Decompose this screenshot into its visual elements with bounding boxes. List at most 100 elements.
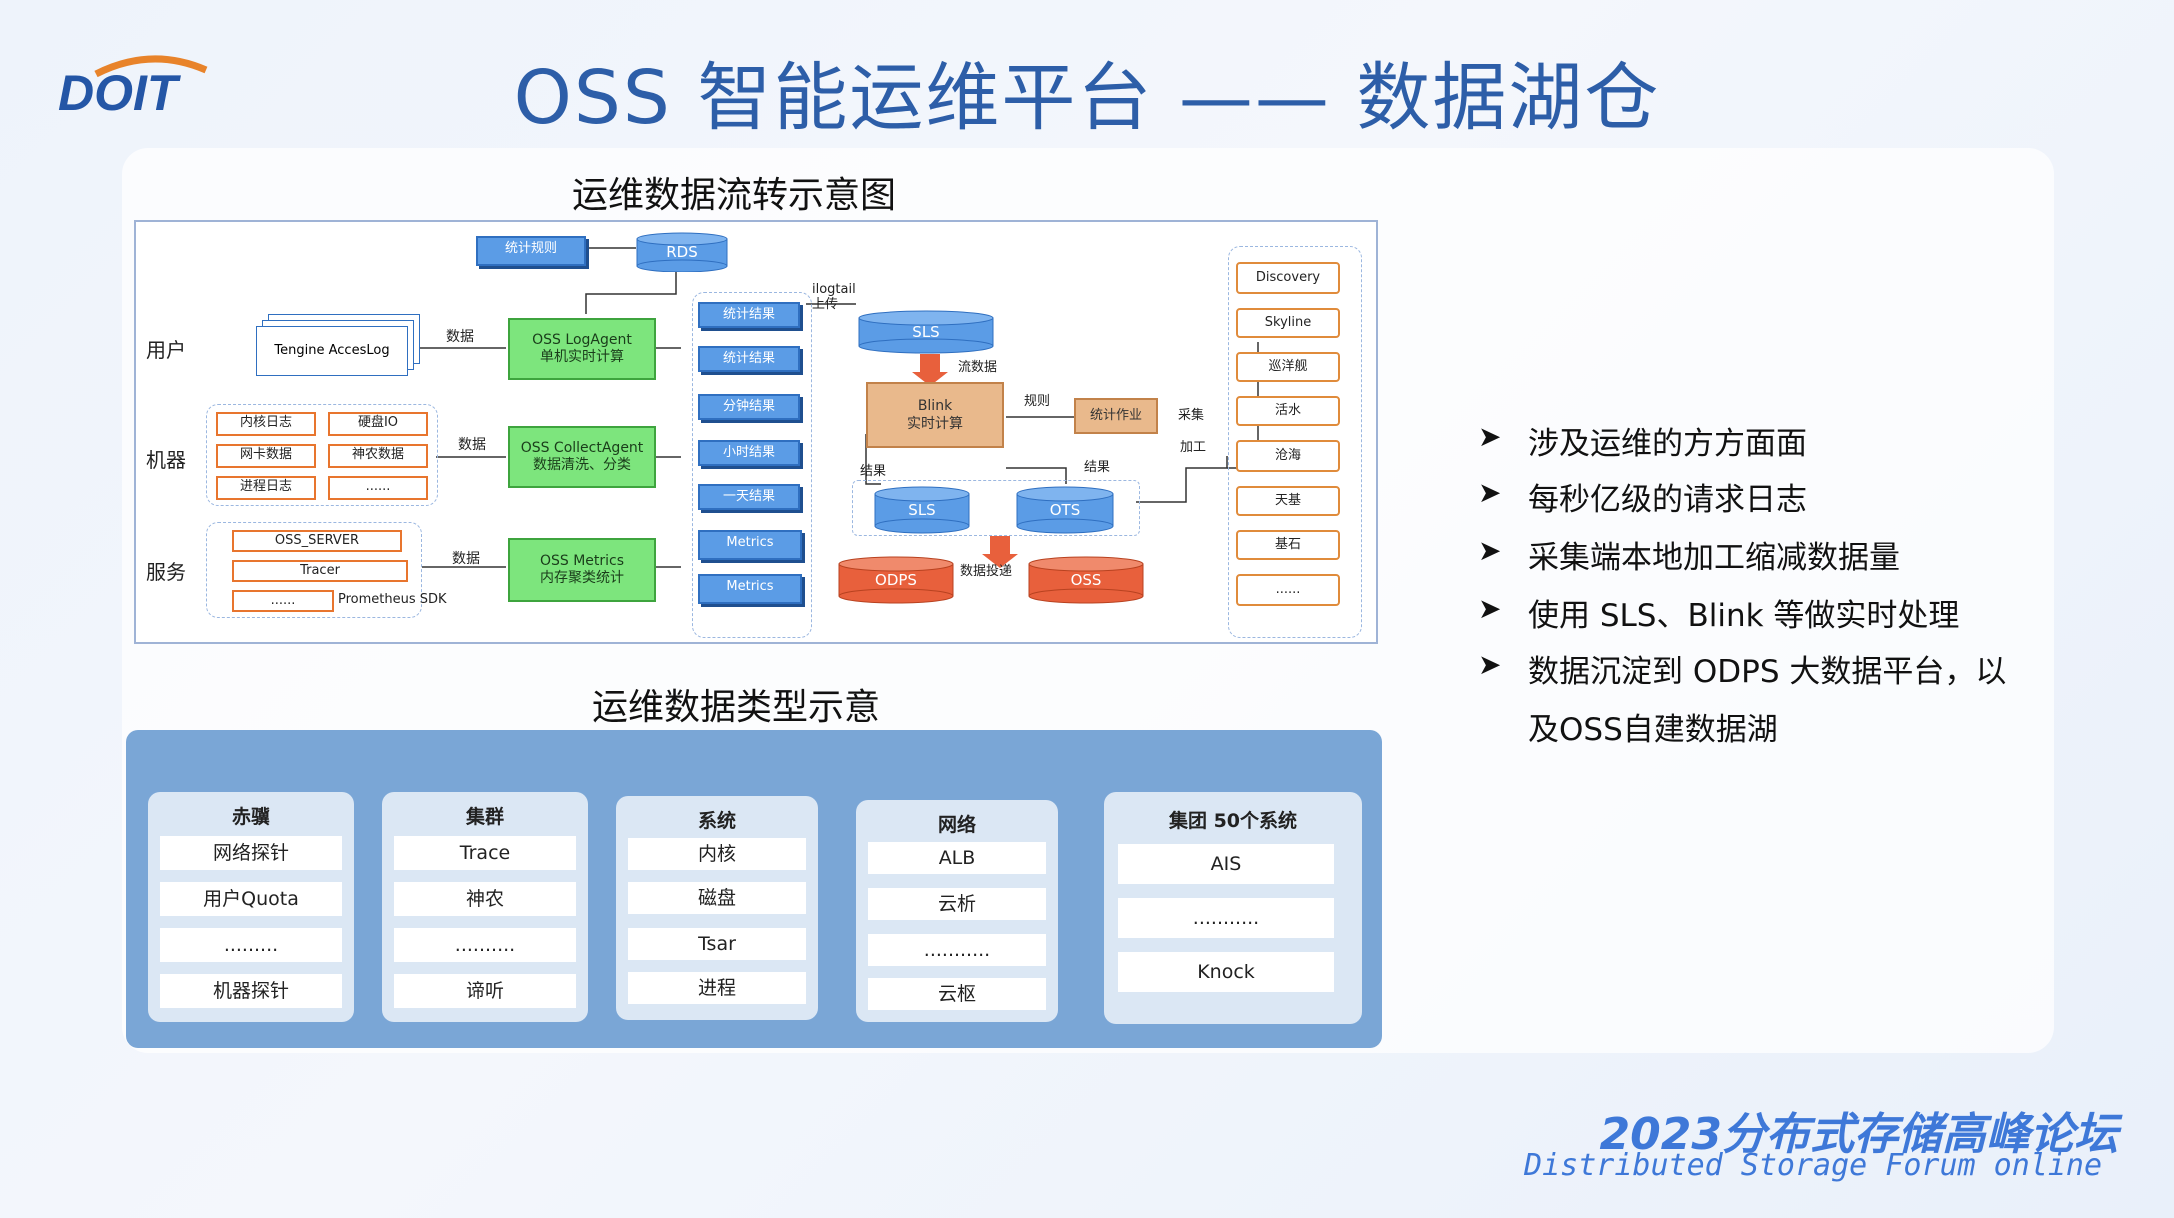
metrics-item: Metrics <box>698 530 802 560</box>
machine-item: 网卡数据 <box>216 444 316 468</box>
type-item: AIS <box>1118 844 1334 884</box>
bullet-arrow-icon: ➤ <box>1478 420 1502 453</box>
result-item: 统计结果 <box>698 346 800 372</box>
data-label-3: 数据 <box>452 551 480 567</box>
type-item: ........... <box>1118 898 1334 938</box>
type-card-cluster: 集群 Trace 神农 .......... 谛听 <box>382 792 588 1022</box>
type-item: Tsar <box>628 928 806 960</box>
logagent-name: OSS LogAgent <box>532 332 632 348</box>
consumer-group <box>1228 246 1362 638</box>
svg-text:DOIT: DOIT <box>58 65 182 121</box>
bullet-5: 数据沉淀到 ODPS 大数据平台，以 <box>1528 654 2007 690</box>
sls2-db: SLS <box>874 486 970 534</box>
machine-item: 硬盘IO <box>328 412 428 436</box>
collectagent-name: OSS CollectAgent <box>520 440 644 456</box>
prometheus-label: Prometheus SDK <box>338 592 447 607</box>
type-item: 机器探针 <box>160 974 342 1008</box>
type-card-title: 系统 <box>697 810 736 832</box>
consumer-item: 沧海 <box>1236 440 1340 472</box>
type-item: 网络探针 <box>160 836 342 870</box>
machine-item: 内核日志 <box>216 412 316 436</box>
type-item: 神农 <box>394 882 576 916</box>
type-item: 谛听 <box>394 974 576 1008</box>
service-group <box>206 522 422 618</box>
oss-db: OSS <box>1028 556 1144 604</box>
type-item: Trace <box>394 836 576 870</box>
oss-label: OSS <box>1070 571 1102 589</box>
bullet-3: 采集端本地加工缩减数据量 <box>1528 540 1900 576</box>
type-item: ALB <box>868 842 1046 874</box>
consumer-item: Skyline <box>1236 308 1340 338</box>
odps-label: ODPS <box>875 571 917 589</box>
sls2-label: SLS <box>908 501 936 519</box>
consumer-item: ...... <box>1236 574 1340 606</box>
process-label: 加工 <box>1180 440 1207 455</box>
sls-db: SLS <box>858 310 994 354</box>
consumer-item: 基石 <box>1236 530 1340 560</box>
collect-label: 采集 <box>1178 408 1205 423</box>
service-item: OSS_SERVER <box>232 530 402 552</box>
collectagent-desc: 数据清洗、分类 <box>533 457 631 473</box>
type-item: 内核 <box>628 838 806 870</box>
doit-logo: DOIT <box>56 52 256 122</box>
diagram-arrows <box>416 247 1259 568</box>
type-item: 用户Quota <box>160 882 342 916</box>
machine-group <box>206 404 438 506</box>
type-card-chiji: 赤骥 网络探针 用户Quota ......... 机器探针 <box>148 792 354 1022</box>
type-item: ......... <box>160 928 342 962</box>
stat-job-box: 统计作业 <box>1074 398 1158 434</box>
data-types-panel: 赤骥 网络探针 用户Quota ......... 机器探针 集群 Trace … <box>126 730 1382 1048</box>
stat-rule-box: 统计规则 <box>476 236 586 266</box>
type-item: 进程 <box>628 972 806 1004</box>
type-card-title: 网络 <box>937 814 976 836</box>
sls-label: SLS <box>912 323 940 341</box>
bullet-1: 涉及运维的方方面面 <box>1528 426 1807 462</box>
rule-label: 规则 <box>1024 394 1051 409</box>
bullet-2: 每秒亿级的请求日志 <box>1528 482 1807 518</box>
consumer-item: 天基 <box>1236 486 1340 516</box>
service-item: ...... <box>232 590 334 612</box>
service-item: Tracer <box>232 560 408 582</box>
tengine-label: Tengine AccesLog <box>256 326 408 376</box>
ots-db: OTS <box>1016 486 1114 534</box>
store-group <box>852 480 1140 536</box>
types-title: 运维数据类型示意 <box>592 687 881 728</box>
metrics-agent-name: OSS Metrics <box>539 553 625 569</box>
consumer-item: 活水 <box>1236 396 1340 426</box>
consumer-item: 巡洋舰 <box>1236 352 1340 382</box>
metrics-item: Metrics <box>698 574 802 604</box>
row-label-user: 用户 <box>146 338 186 362</box>
metrics-agent-desc: 内存聚类统计 <box>540 570 624 586</box>
result-item: 分钟结果 <box>698 394 800 420</box>
type-item: 磁盘 <box>628 882 806 914</box>
type-card-title: 集团 50个系统 <box>1168 810 1298 832</box>
type-card-network: 网络 ALB 云析 ........... 云枢 <box>856 800 1058 1022</box>
consumer-item: Discovery <box>1236 262 1340 294</box>
type-card-title: 集群 <box>465 806 504 828</box>
type-item: 云析 <box>868 888 1046 920</box>
result-label-2: 结果 <box>1084 460 1111 475</box>
data-label-2: 数据 <box>458 437 486 453</box>
row-label-service: 服务 <box>146 560 186 584</box>
odps-db: ODPS <box>838 556 954 604</box>
logagent-desc: 单机实时计算 <box>540 349 624 365</box>
result-group <box>692 292 812 638</box>
bullet-arrow-icon: ➤ <box>1478 648 1502 681</box>
result-item: 统计结果 <box>698 302 800 328</box>
data-label-1: 数据 <box>446 329 474 345</box>
forum-title-en: Distributed Storage Forum online <box>1524 1148 2102 1183</box>
type-card-group: 集团 50个系统 AIS ........... Knock <box>1104 792 1362 1024</box>
bullet-arrow-icon: ➤ <box>1478 592 1502 625</box>
type-item: 云枢 <box>868 978 1046 1010</box>
bullet-4: 使用 SLS、Blink 等做实时处理 <box>1528 598 1960 634</box>
machine-item: 神农数据 <box>328 444 428 468</box>
machine-item: 进程日志 <box>216 476 316 500</box>
type-item: .......... <box>394 928 576 962</box>
result-item: 一天结果 <box>698 484 800 510</box>
slide-title: OSS 智能运维平台 —— 数据湖仓 <box>513 55 1661 141</box>
